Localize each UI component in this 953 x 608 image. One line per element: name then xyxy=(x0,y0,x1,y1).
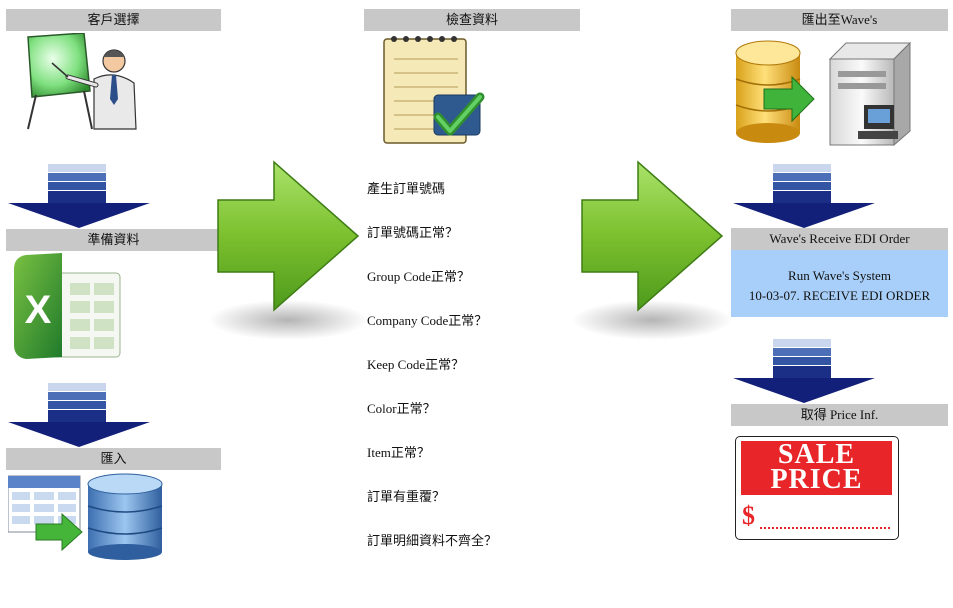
svg-text:X: X xyxy=(25,288,52,332)
receive-edi-detail-box: Run Wave's System 10-03-07. RECEIVE EDI … xyxy=(731,250,948,317)
price-label: PRICE xyxy=(770,464,863,495)
down-arrow-icon xyxy=(733,339,875,403)
table-to-database-icon xyxy=(8,473,163,560)
checklist-icon xyxy=(383,36,485,144)
currency-symbol: $ xyxy=(742,501,755,530)
prepare-data-header: 準備資料 xyxy=(6,229,221,251)
database-to-server-icon xyxy=(735,40,912,147)
price-dotted-line xyxy=(760,527,890,529)
right-arrow-icon xyxy=(572,160,732,340)
check-data-header: 檢查資料 xyxy=(364,9,580,31)
receive-detail-line1: Run Wave's System xyxy=(788,268,891,283)
check-item: Keep Code正常？ xyxy=(367,357,465,372)
customer-select-header: 客戶選擇 xyxy=(6,9,221,31)
check-item: 訂單號碼正常？ xyxy=(367,225,459,240)
receive-detail-line2: 10-03-07. RECEIVE EDI ORDER xyxy=(748,288,931,303)
down-arrow-icon xyxy=(8,383,150,447)
check-item: Item正常？ xyxy=(367,445,430,460)
check-item: Company Code正常？ xyxy=(367,313,488,328)
export-header: 匯出至Wave's xyxy=(731,9,948,31)
price-info-header: 取得 Price Inf. xyxy=(731,404,948,426)
check-item: Group Code正常？ xyxy=(367,269,470,284)
sale-label: SALE xyxy=(777,439,856,470)
receive-edi-header: Wave's Receive EDI Order xyxy=(731,228,948,250)
sale-price-sign: SALE PRICE $ xyxy=(735,436,899,540)
down-arrow-icon xyxy=(733,164,875,228)
right-arrow-icon xyxy=(208,160,368,340)
excel-icon: X xyxy=(14,253,121,359)
check-item: 訂單明細資料不齊全？ xyxy=(367,533,498,548)
sale-price-banner xyxy=(741,441,892,495)
check-item: 產生訂單號碼 xyxy=(367,181,446,196)
down-arrow-icon xyxy=(8,164,150,228)
check-item: 訂單有重覆？ xyxy=(367,489,446,504)
presenter-icon xyxy=(27,33,137,130)
import-header: 匯入 xyxy=(6,448,221,470)
check-item: Color正常？ xyxy=(367,401,436,416)
